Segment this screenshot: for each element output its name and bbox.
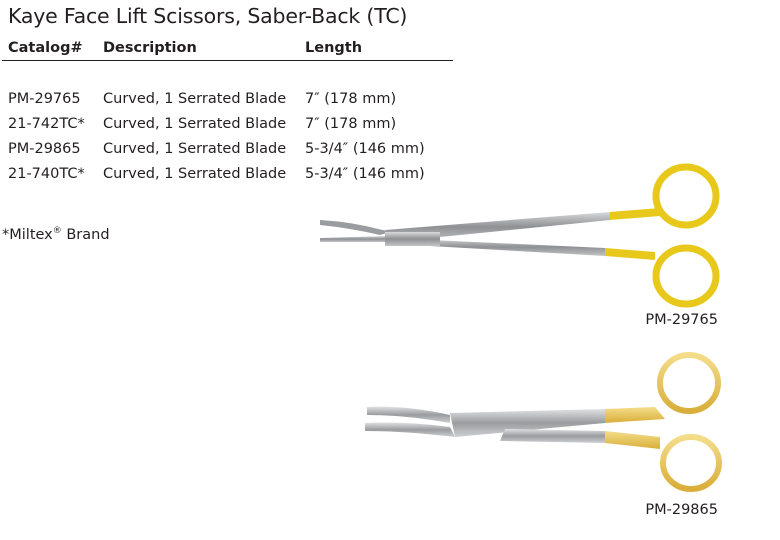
description: Curved, 1 Serrated Blade <box>103 91 287 107</box>
registered-mark: ® <box>52 226 62 236</box>
description: Curved, 1 Serrated Blade <box>103 166 287 182</box>
length: 5-3/4″ (146 mm) <box>305 166 425 182</box>
catalog-number: PM-29865 <box>8 141 81 157</box>
image-caption: PM-29765 <box>645 312 718 328</box>
description: Curved, 1 Serrated Blade <box>103 116 287 132</box>
catalog-number: 21-740TC* <box>8 166 85 182</box>
footnote-suffix: Brand <box>61 226 110 243</box>
description: Curved, 1 Serrated Blade <box>103 141 287 157</box>
scissors-image-pm-29865 <box>365 352 722 492</box>
header-length: Length <box>305 40 363 56</box>
scissors-image-pm-29765 <box>320 163 720 308</box>
image-caption: PM-29865 <box>645 502 718 518</box>
length: 7″ (178 mm) <box>305 116 397 132</box>
catalog-number: 21-742TC* <box>8 116 85 132</box>
footnote-text: *Miltex <box>2 226 53 243</box>
length: 5-3/4″ (146 mm) <box>305 141 425 157</box>
header-catalog: Catalog# <box>8 40 83 56</box>
catalog-number: PM-29765 <box>8 91 81 107</box>
footnote: *Miltex® Brand <box>2 226 110 243</box>
header-divider <box>2 60 453 61</box>
header-description: Description <box>103 40 197 56</box>
page-title: Kaye Face Lift Scissors, Saber-Back (TC) <box>8 4 408 28</box>
length: 7″ (178 mm) <box>305 91 397 107</box>
